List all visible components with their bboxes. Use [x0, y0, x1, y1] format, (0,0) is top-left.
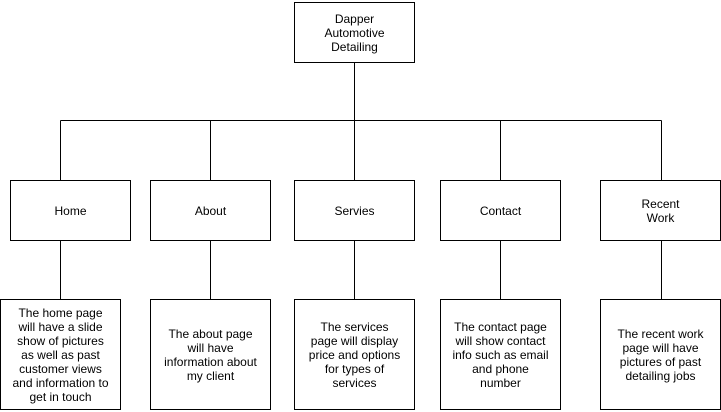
page-node-servies: Servies: [294, 180, 415, 241]
page-node-label: About: [194, 203, 227, 218]
description-node-contact: The contact page will show contact info …: [440, 299, 561, 410]
page-node-label: Home: [54, 203, 87, 218]
description-text: The home page will have a slide show of …: [12, 305, 109, 404]
root-node: Dapper Automotive Detailing: [294, 2, 415, 63]
description-node-home: The home page will have a slide show of …: [0, 299, 121, 410]
page-node-label: Servies: [334, 203, 375, 218]
description-text: The recent work page will have pictures …: [617, 326, 704, 383]
page-node-label: Recent Work: [641, 196, 680, 225]
page-node-about: About: [150, 180, 271, 241]
description-node-servies: The services page will display price and…: [294, 299, 415, 410]
description-node-recent-work: The recent work page will have pictures …: [600, 299, 721, 410]
page-node-label: Contact: [479, 203, 522, 218]
root-node-label: Dapper Automotive Detailing: [324, 11, 385, 54]
description-text: The about page will have information abo…: [164, 326, 257, 383]
page-node-recent-work: Recent Work: [600, 180, 721, 241]
page-node-home: Home: [10, 180, 131, 241]
description-node-about: The about page will have information abo…: [150, 299, 271, 410]
description-text: The services page will display price and…: [308, 319, 401, 390]
description-text: The contact page will show contact info …: [452, 319, 549, 390]
page-node-contact: Contact: [440, 180, 561, 241]
